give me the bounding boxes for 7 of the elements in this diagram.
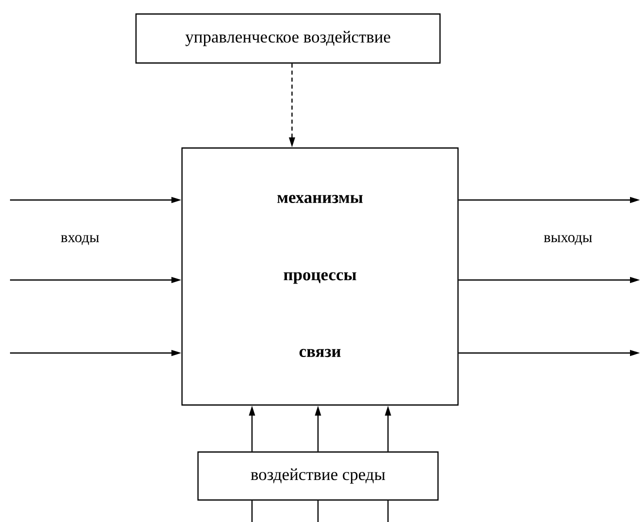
box-label: воздействие среды [250,468,386,484]
box-label: механизмы [277,194,363,204]
box-label: управленческое воздействие [185,30,390,46]
box-label: связи [300,348,341,358]
box-label: процессы [284,272,356,284]
side-label: выходы [544,235,592,245]
side-label: входы [60,235,99,245]
